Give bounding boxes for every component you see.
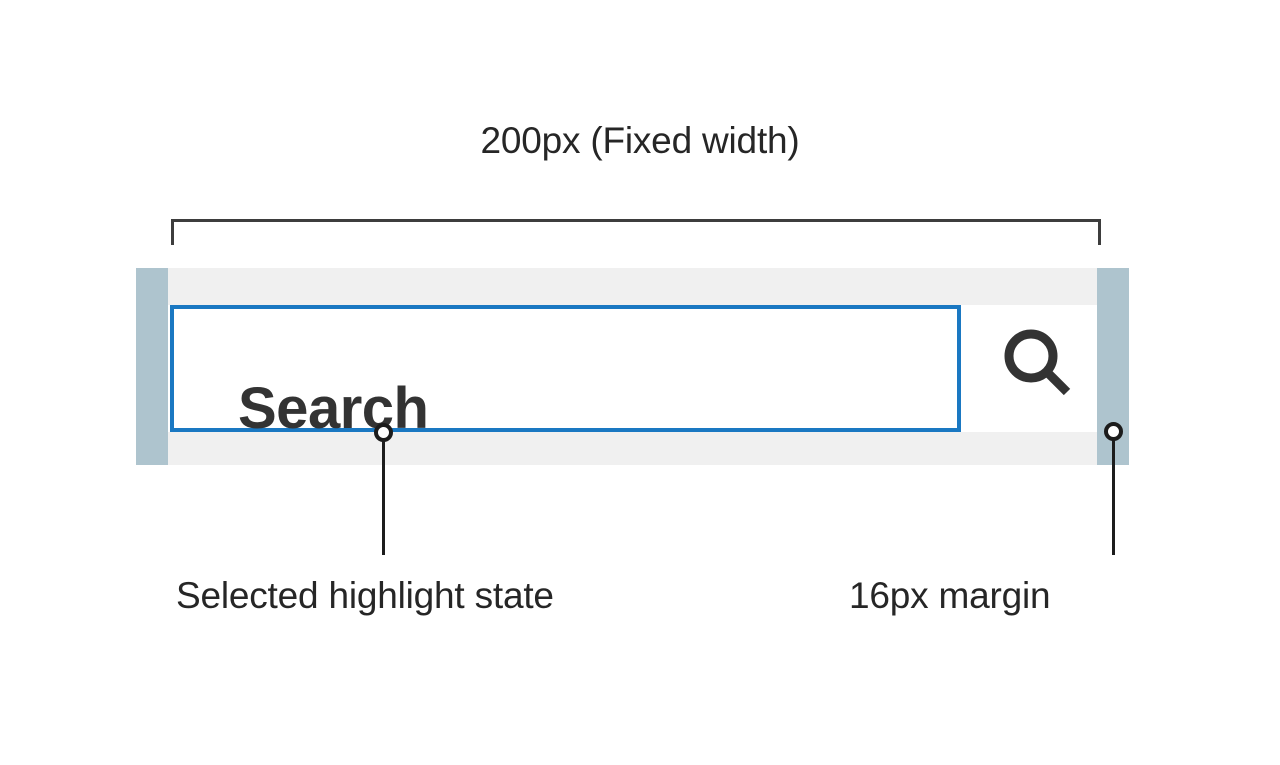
dimension-label-fixed-width: 200px (Fixed width) [480, 120, 800, 161]
bracket-tick-left [171, 219, 174, 245]
callout-line-margin [1112, 440, 1115, 555]
callout-label-highlight: Selected highlight state [176, 575, 554, 616]
bracket-tick-right [1098, 219, 1101, 245]
dimension-bracket [171, 219, 1101, 245]
search-placeholder-text: Search [238, 376, 429, 441]
callout-line-highlight [382, 441, 385, 555]
callout-label-margin: 16px margin [849, 575, 1051, 616]
callout-dot-margin [1104, 422, 1123, 441]
search-icon[interactable] [1000, 327, 1072, 397]
search-component: Search [136, 268, 1129, 465]
search-input[interactable]: Search [170, 305, 961, 441]
callout-dot-highlight [374, 423, 393, 442]
margin-indicator-left [136, 268, 168, 465]
bracket-span-line [171, 219, 1101, 222]
